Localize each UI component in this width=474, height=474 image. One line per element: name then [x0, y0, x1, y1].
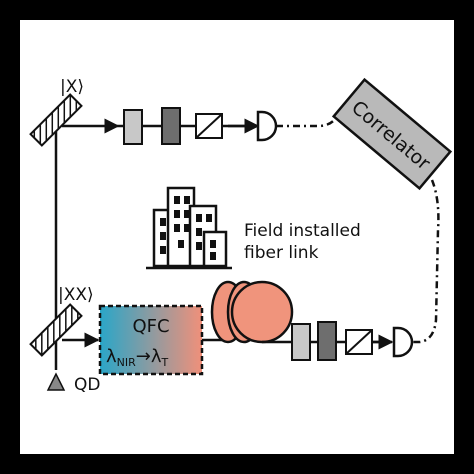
- polarizer-icon: [345, 329, 373, 355]
- ket-xx-label: |XX⟩: [58, 285, 94, 305]
- filter-icon: [123, 109, 143, 145]
- mirror-icon: [29, 303, 83, 357]
- correlator-box: Correlator: [331, 77, 453, 191]
- quantum-dot-icon: [46, 372, 66, 391]
- qfc-title: QFC: [132, 316, 169, 337]
- ket-x-label: |X⟩: [60, 77, 84, 97]
- mirror-icon: [29, 93, 83, 147]
- filter-icon: [317, 321, 337, 361]
- building-windows: [160, 196, 216, 260]
- detector-icon: [256, 110, 278, 142]
- field-link-label-line1: Field installed: [244, 221, 361, 241]
- fiber-spool-icon: [210, 280, 294, 344]
- bottom-cable: [412, 179, 440, 344]
- building-icon: [146, 186, 232, 270]
- qd-label: QD: [74, 375, 100, 395]
- detector-icon: [392, 326, 414, 358]
- qfc-box: QFC λNIR→λT: [98, 304, 204, 376]
- figure-panel: [20, 20, 454, 454]
- field-link-label-line2: fiber link: [244, 243, 319, 263]
- filter-icon: [161, 107, 181, 145]
- qfc-conversion: λNIR→λT: [106, 346, 169, 369]
- filter-icon: [291, 323, 311, 361]
- polarizer-icon: [195, 113, 223, 139]
